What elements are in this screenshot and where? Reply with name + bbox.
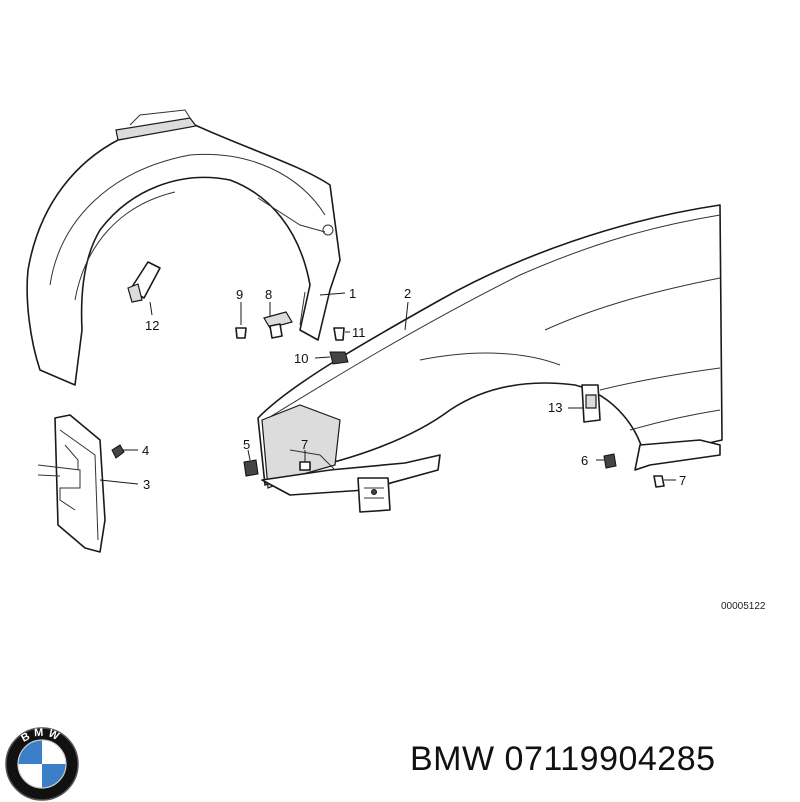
wheel-arch-liner xyxy=(26,109,341,386)
clip-part-12 xyxy=(127,261,161,316)
callout-11: 11 xyxy=(352,325,366,340)
clip-part-5 xyxy=(243,449,259,477)
bmw-logo: BMW xyxy=(5,727,79,801)
clip-part-6 xyxy=(596,453,617,469)
leader-2 xyxy=(404,301,409,331)
callout-6: 6 xyxy=(581,453,588,468)
callout-7-right: 7 xyxy=(679,473,686,488)
screw-part-11 xyxy=(333,327,350,341)
callout-7-left: 7 xyxy=(301,437,308,452)
caption-brand: BMW xyxy=(410,740,495,778)
grommet-part-8 xyxy=(263,302,293,339)
callout-10: 10 xyxy=(294,351,308,366)
callout-5: 5 xyxy=(243,437,250,452)
callout-1: 1 xyxy=(349,286,356,301)
clip-part-13 xyxy=(568,384,601,423)
screw-part-7-left xyxy=(299,450,311,471)
fender-bracket xyxy=(357,477,391,513)
callout-4: 4 xyxy=(142,443,149,458)
callout-12: 12 xyxy=(145,318,159,333)
callout-3: 3 xyxy=(143,477,150,492)
mud-flap-bracket xyxy=(37,414,139,553)
callout-9: 9 xyxy=(236,287,243,302)
callout-2: 2 xyxy=(404,286,411,301)
screw-part-7-right xyxy=(653,475,676,488)
part-caption: BMW 07119904285 xyxy=(410,740,716,779)
leader-1 xyxy=(319,292,346,296)
callout-8: 8 xyxy=(265,287,272,302)
front-fender xyxy=(257,204,723,496)
nut-part-10 xyxy=(314,351,349,365)
callout-13: 13 xyxy=(548,400,562,415)
diagram-reference-number: 00005122 xyxy=(721,601,766,612)
screw-part-9 xyxy=(235,302,247,339)
caption-part-number: 07119904285 xyxy=(504,740,716,778)
